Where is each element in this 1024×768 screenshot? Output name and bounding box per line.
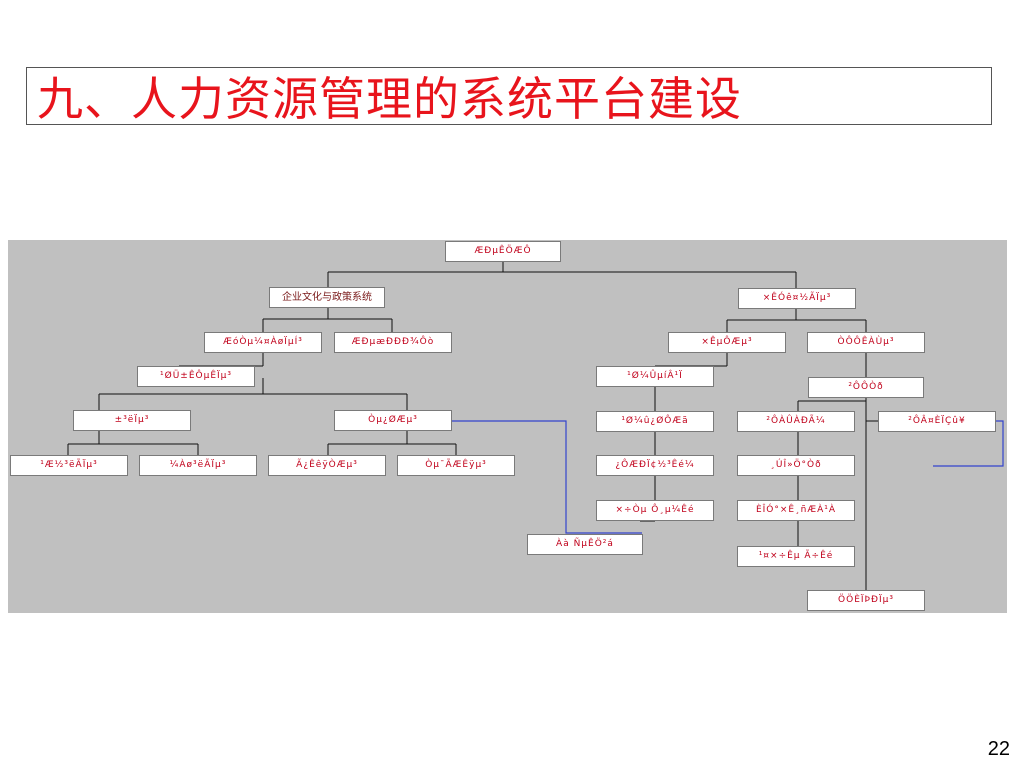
node-r3: ¹Ø¼ÛµíÂ¹Ï bbox=[596, 366, 714, 387]
node-d4: Òµ¯ÃÆÊÿµ³ bbox=[397, 455, 515, 476]
node-r14: ÖÖÈÏÞÐÏµ³ bbox=[807, 590, 925, 611]
page-number: 22 bbox=[987, 738, 1010, 760]
node-r6: ²ÔÀÛÀÐÃ¼ bbox=[737, 411, 855, 432]
node-culture: 企业文化与政策系统 bbox=[269, 287, 385, 308]
node-a2: ÆÐµæÐÐÐ¾Ôò bbox=[334, 332, 452, 353]
node-a1: ÆóÒµ¼¤ÀøÏµÍ³ bbox=[204, 332, 322, 353]
node-root: ÆÐµÊÖÆÔ bbox=[445, 241, 561, 262]
node-r10: ×÷Òµ Ô¸µ¼Êé bbox=[596, 500, 714, 521]
node-r5: ¹Ø¼û¿ØÔÆã bbox=[596, 411, 714, 432]
node-r13: ¹¤×÷Êµ Ã÷Êé bbox=[737, 546, 855, 567]
node-c2: Òµ¿ØÆµ³ bbox=[334, 410, 452, 431]
node-b1: ¹ØÜ±ÊÔµÊÏµ³ bbox=[137, 366, 255, 387]
node-r4: ²ÔÔÒð bbox=[808, 377, 924, 398]
node-r7: ²ÔÂ¤ÈÏÇû¥ bbox=[878, 411, 996, 432]
node-d2: ¼Àø³ëÃÏµ³ bbox=[139, 455, 257, 476]
node-right-top: ×ÊÓê¤½ÃÏµ³ bbox=[738, 288, 856, 309]
node-d1: ¹Æ½³ëÃÏµ³ bbox=[10, 455, 128, 476]
node-r2: ÒÔÔÊÀÙµ³ bbox=[807, 332, 925, 353]
org-chart: ÆÐµÊÖÆÔ 企业文化与政策系统 ×ÊÓê¤½ÃÏµ³ ÆóÒµ¼¤ÀøÏµÍ… bbox=[8, 240, 1007, 613]
title-box: 九、人力资源管理的系统平台建设 bbox=[26, 67, 992, 126]
node-d3: Ã¿ÊêÿÒÆµ³ bbox=[268, 455, 386, 476]
connector-lines bbox=[67, 262, 1004, 590]
node-r11: ÈÎÓ°×Ê¸ñÆÀ¹À bbox=[737, 500, 855, 521]
node-r1: ×ÊµÔÆµ³ bbox=[668, 332, 786, 353]
node-r8: ¿ÔÆÐÏ¢½³Êé¼ bbox=[596, 455, 714, 476]
node-r9: ¸ÚÎ»Ö°Òð bbox=[737, 455, 855, 476]
node-c1: ±³ëÏµ³ bbox=[73, 410, 191, 431]
page-title: 九、人力资源管理的系统平台建设 bbox=[37, 72, 742, 126]
node-r12: Àà ÑµÊÖ²á bbox=[527, 534, 643, 555]
